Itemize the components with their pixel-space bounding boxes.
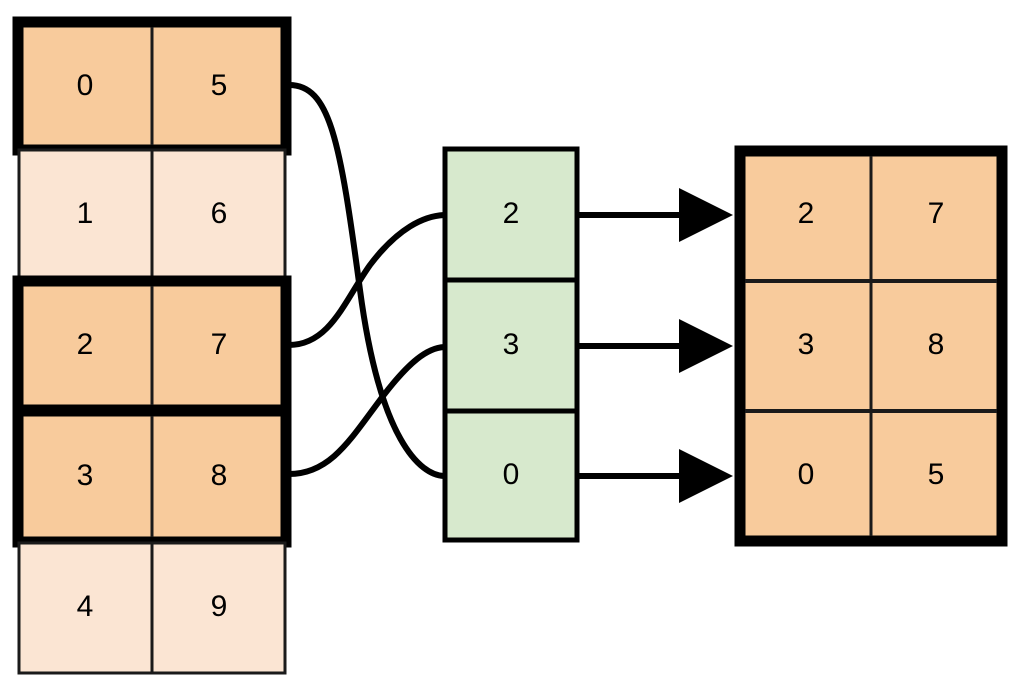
- index-cell-2-value: 0: [503, 458, 520, 491]
- source-cell-0-0: 0: [77, 69, 94, 102]
- index-cell-1[interactable]: 3: [442, 277, 580, 414]
- connector-row2-to-index0: [286, 212, 447, 348]
- connector-group: [286, 82, 447, 479]
- source-cell-3-0: 3: [77, 459, 94, 492]
- result-row-1[interactable]: 3 8: [798, 328, 945, 361]
- index-cell-0[interactable]: 2: [442, 146, 580, 283]
- source-row-3[interactable]: 3 8: [12, 405, 292, 548]
- index-column: 2 3 0: [442, 146, 580, 543]
- source-cell-4-1: 9: [211, 590, 228, 623]
- result-cell-0-0: 2: [798, 197, 815, 230]
- result-cell-2-0: 0: [798, 458, 815, 491]
- source-cell-1-1: 6: [211, 197, 228, 230]
- source-table: 0 5 1 6 2 7 3 8: [12, 16, 292, 675]
- source-cell-2-0: 2: [77, 328, 94, 361]
- index-cell-0-value: 2: [503, 197, 520, 230]
- result-cell-0-1: 7: [928, 197, 945, 230]
- index-cell-1-outline: [442, 277, 580, 414]
- source-cell-2-1: 7: [211, 328, 228, 361]
- connector-row3-to-index1: [286, 344, 447, 477]
- source-row-4[interactable]: 4 9: [17, 541, 287, 675]
- result-table: 2 7 3 8 0 5: [734, 145, 1008, 547]
- source-cell-0-1: 5: [211, 69, 228, 102]
- source-cell-3-1: 8: [211, 459, 228, 492]
- index-cell-0-outline: [442, 146, 580, 283]
- arrow-group: [579, 188, 733, 503]
- index-cell-2-outline: [442, 408, 580, 543]
- source-cell-1-0: 1: [77, 197, 94, 230]
- source-cell-4-0: 4: [77, 590, 94, 623]
- source-row-1[interactable]: 1 6: [17, 148, 287, 282]
- connector-row0-to-index2: [286, 82, 447, 479]
- result-cell-2-1: 5: [928, 458, 945, 491]
- result-cell-1-0: 3: [798, 328, 815, 361]
- index-cell-2[interactable]: 0: [442, 408, 580, 543]
- source-row-2[interactable]: 2 7: [12, 275, 292, 416]
- result-row-2[interactable]: 0 5: [798, 458, 945, 491]
- result-cell-1-1: 8: [928, 328, 945, 361]
- source-row-0[interactable]: 0 5: [12, 16, 292, 156]
- index-cell-1-value: 3: [503, 328, 520, 361]
- result-row-0[interactable]: 2 7: [798, 197, 945, 230]
